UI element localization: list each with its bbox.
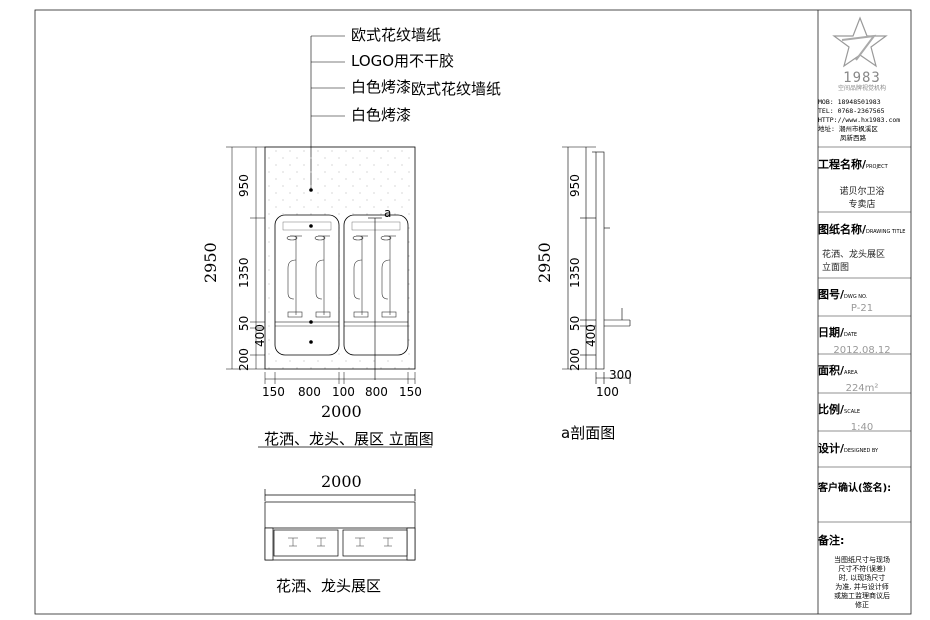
elevation-drawing	[226, 146, 432, 448]
logo-subtitle: 空间品牌视觉机构	[837, 85, 886, 92]
elevation-dim-1350: 1350	[237, 257, 251, 288]
drawing-sub: DRAWING TITLE	[866, 229, 906, 235]
drawing-title-field: 图纸名称/DRAWING TITLE 花洒、龙头展区 立面图	[818, 223, 906, 273]
plan-drawing	[264, 489, 416, 561]
elevation-dim-50: 50	[237, 315, 251, 331]
scale-field: 比例/SCALE 1:40	[818, 398, 906, 433]
logo-number: 1983	[818, 67, 906, 86]
area-sub: AREA	[844, 370, 858, 376]
elevation-dim-800-right: 800	[365, 385, 388, 399]
remarks-label: 备注	[818, 534, 840, 547]
section-marker-label: a	[384, 206, 392, 220]
section-caption: a剖面图	[561, 424, 616, 442]
number-label: 图号	[818, 288, 840, 301]
date-field: 日期/DATE 2012.08.12	[818, 321, 906, 356]
remarks-text: 当图纸尺寸与现场 尺寸不符(误差) 时, 以现场尺寸 为准, 并与设计师 或施工…	[834, 556, 890, 609]
contact-address-1: 地址: 潮州市枫溪区	[818, 125, 878, 133]
elevation-dim-150-left: 150	[262, 385, 285, 399]
section-dim-100: 100	[596, 385, 619, 399]
elevation-total-height: 2950	[201, 242, 220, 283]
date-sub: DATE	[844, 332, 858, 338]
client-signature-field: 客户确认(签名):	[818, 483, 892, 494]
title-block-grid	[818, 146, 911, 523]
designer-field: 设计/DESIGNED BY	[818, 442, 879, 455]
brand-logo-star	[832, 16, 888, 68]
callout-white-paint: 白色烤漆	[351, 78, 412, 96]
project-field: 工程名称/PROJECT 诺贝尔卫浴 专卖店	[818, 153, 906, 210]
scale-value: 1:40	[850, 422, 874, 433]
elevation-dim-950: 950	[237, 174, 251, 197]
elevation-dim-800-left: 800	[298, 385, 321, 399]
section-dim-400: 400	[584, 324, 598, 347]
drawing-number-field: 图号/DWG NO. P-21	[818, 283, 906, 314]
elevation-dim-150-right: 150	[399, 385, 422, 399]
number-sub: DWG NO.	[844, 294, 868, 300]
section-drawing	[562, 146, 631, 384]
niche-left	[274, 214, 340, 356]
niche-right	[343, 214, 409, 356]
drawing-label: 图纸名称	[818, 223, 862, 236]
elevation-dim-200: 200	[237, 348, 251, 371]
design-sub: DESIGNED BY	[844, 448, 879, 454]
section-total-height: 2950	[535, 242, 554, 283]
callout-white-paint-2: 白色烤漆	[351, 106, 412, 124]
section-dim-50: 50	[568, 315, 582, 331]
section-dim-300: 300	[609, 368, 632, 382]
project-label: 工程名称	[818, 158, 862, 171]
date-label: 日期	[818, 326, 840, 339]
plan-caption: 花洒、龙头展区	[276, 577, 382, 595]
section-dim-1350: 1350	[568, 257, 582, 288]
contact-mobile: MOB: 18948501983	[818, 98, 881, 106]
number-value: P-21	[850, 303, 874, 314]
contact-tel: TEL: 0768-2367565	[818, 107, 885, 115]
scale-sub: SCALE	[844, 409, 861, 415]
client-label: 客户确认(签名)	[818, 483, 888, 494]
project-value: 诺贝尔卫浴 专卖店	[839, 187, 885, 210]
elevation-caption: 花洒、龙头、展区 立面图	[264, 430, 434, 448]
section-dim-950: 950	[568, 174, 582, 197]
elevation-dim-400: 400	[253, 324, 267, 347]
contact-url: HTTP://www.hx1983.com	[818, 116, 901, 124]
date-value: 2012.08.12	[833, 345, 891, 356]
area-label: 面积	[818, 364, 840, 377]
contact-info: MOB: 18948501983 TEL: 0768-2367565 HTTP:…	[818, 98, 906, 143]
drawing-value: 花洒、龙头展区 立面图	[822, 250, 886, 273]
elevation-total-width: 2000	[321, 402, 362, 421]
project-sub: PROJECT	[866, 164, 888, 170]
contact-address-2: 凤新西路	[840, 134, 866, 142]
section-dim-200: 200	[568, 348, 582, 371]
sheet-border	[34, 9, 912, 615]
scale-label: 比例	[818, 403, 840, 416]
callout-wallpaper-overlap: 欧式花纹墙纸	[411, 80, 502, 98]
callout-logo-sticker: LOGO用不干胶	[351, 52, 455, 70]
elevation-dim-100: 100	[332, 385, 355, 399]
area-field: 面积/AREA 224m²	[818, 359, 906, 394]
area-value: 224m²	[845, 383, 879, 394]
callout-wallpaper: 欧式花纹墙纸	[351, 26, 442, 44]
shower-sets	[286, 235, 397, 318]
design-label: 设计	[818, 442, 840, 455]
plan-total-width: 2000	[321, 472, 362, 491]
logo-number-text: 1983	[843, 70, 881, 86]
remarks-field: 备注: 当图纸尺寸与现场 尺寸不符(误差) 时, 以现场尺寸 为准, 并与设计师…	[818, 529, 906, 610]
